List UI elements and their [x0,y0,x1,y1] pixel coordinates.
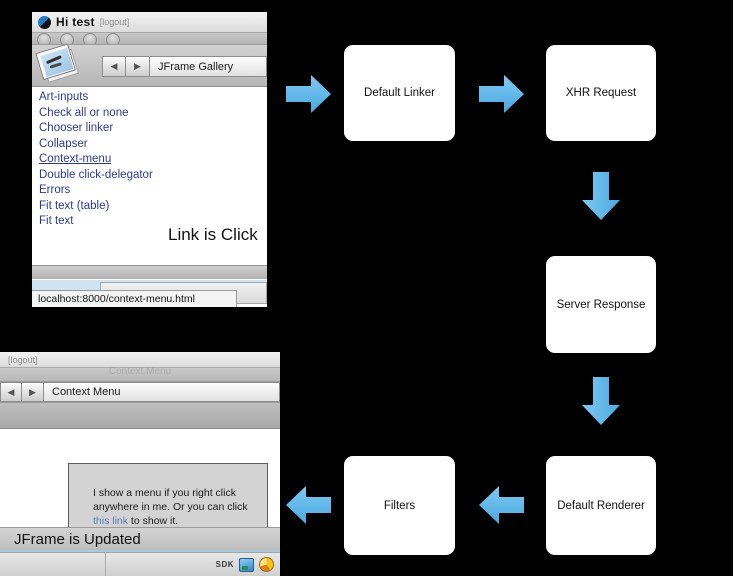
flow-node-default-renderer[interactable]: Default Renderer [546,456,656,555]
gallery-link-list: Art-inputs Check all or none Chooser lin… [32,87,267,232]
breadcrumb-nav-context: ◀ ▶ Context Menu [0,382,280,403]
logout-link-context[interactable]: [logout] [8,354,38,365]
arrow-xhr-to-server [582,172,620,220]
status-url-tooltip: localhost:8000/context-menu.html [32,290,237,307]
arrow-in-default-linker [286,75,331,113]
jframe-status-bar: JFrame is Updated [0,527,280,552]
panel-text-line1: I show a menu if you right click [93,487,236,499]
gallery-link-check-all-or-none[interactable]: Check all or none [39,106,129,119]
back-button-context[interactable]: ◀ [0,382,22,402]
monitor-icon[interactable] [239,557,254,572]
gallery-link-chooser-linker[interactable]: Chooser linker [39,122,114,134]
ghost-window-title: Context Menu [108,366,172,377]
back-button-gallery[interactable]: ◀ [102,56,126,77]
flow-node-label: Filters [383,499,416,512]
panel-show-menu-link[interactable]: this link [93,515,129,527]
window-control-icon-3[interactable] [83,33,97,44]
gallery-footer-bar [32,265,267,279]
jframe-status-label: JFrame is Updated [14,530,141,548]
gallery-link-errors[interactable]: Errors [39,184,71,196]
window-control-icon-2[interactable] [60,33,74,44]
window-titlebar-context: [logout] [0,352,280,368]
panel-text: I show a menu if you right click anywher… [93,486,253,528]
logout-link[interactable]: [logout] [99,17,130,27]
gallery-link-double-click-delegator[interactable]: Double click-delegator [39,168,153,181]
ghost-titlebar-context: Context Menu [0,366,280,382]
browser-window-gallery[interactable]: Hi test [logout] ◀ ▶ JFrame Gallery [32,12,267,307]
window-titlebar-gallery: Hi test [logout] [32,12,267,33]
gallery-link-fit-text[interactable]: Fit text [39,215,74,227]
arrow-renderer-to-filters [479,486,524,524]
gallery-link-art-inputs[interactable]: Art-inputs [39,91,89,103]
panel-text-line3: to show it. [128,515,179,527]
flow-node-server-response[interactable]: Server Response [546,256,656,353]
os-taskbar[interactable]: SDK [0,552,280,576]
toolbar-gallery: ◀ ▶ JFrame Gallery [32,42,267,89]
flow-node-xhr-request[interactable]: XHR Request [546,45,656,141]
site-logo-icon [38,15,51,29]
breadcrumb-gallery[interactable]: JFrame Gallery [150,56,267,77]
link-is-click-note: Link is Click [168,225,258,244]
flow-node-label: XHR Request [565,87,637,99]
gallery-link-fit-text-table[interactable]: Fit text (table) [39,199,110,212]
window-controls-gallery[interactable] [32,33,267,45]
window-control-icon-4[interactable] [106,33,120,44]
greeting-label: Hi test [56,15,95,29]
toolbar-context [0,403,280,429]
flow-node-label: Default Linker [364,87,435,99]
forward-button-gallery[interactable]: ▶ [126,56,150,77]
taskbar-divider [105,553,106,576]
arrow-linker-to-xhr [479,75,524,113]
photo-document-icon [35,42,82,89]
flow-node-label: Default Renderer [557,499,645,512]
forward-button-context[interactable]: ▶ [22,382,44,402]
flow-node-filters[interactable]: Filters [344,456,455,555]
context-menu-demo-panel[interactable]: I show a menu if you right click anywher… [68,463,268,538]
gallery-link-context-menu[interactable]: Context-menu [39,153,112,165]
gallery-link-collapser[interactable]: Collapser [39,137,88,150]
flow-node-label: Server Response [556,298,646,311]
breadcrumb-nav-gallery: ◀ ▶ JFrame Gallery [102,56,267,77]
sdk-label: SDK [215,560,234,569]
flow-node-default-linker[interactable]: Default Linker [344,45,455,141]
arrow-server-to-renderer [582,377,620,425]
window-control-icon-1[interactable] [37,33,51,44]
swirl-icon[interactable] [259,557,274,572]
arrow-out-filters [286,486,331,524]
breadcrumb-context[interactable]: Context Menu [44,382,280,402]
panel-text-line2: anywhere in me. Or you can click [93,501,248,513]
browser-window-context-menu[interactable]: [logout] Context Menu ◀ ▶ Context Menu I… [0,352,280,576]
